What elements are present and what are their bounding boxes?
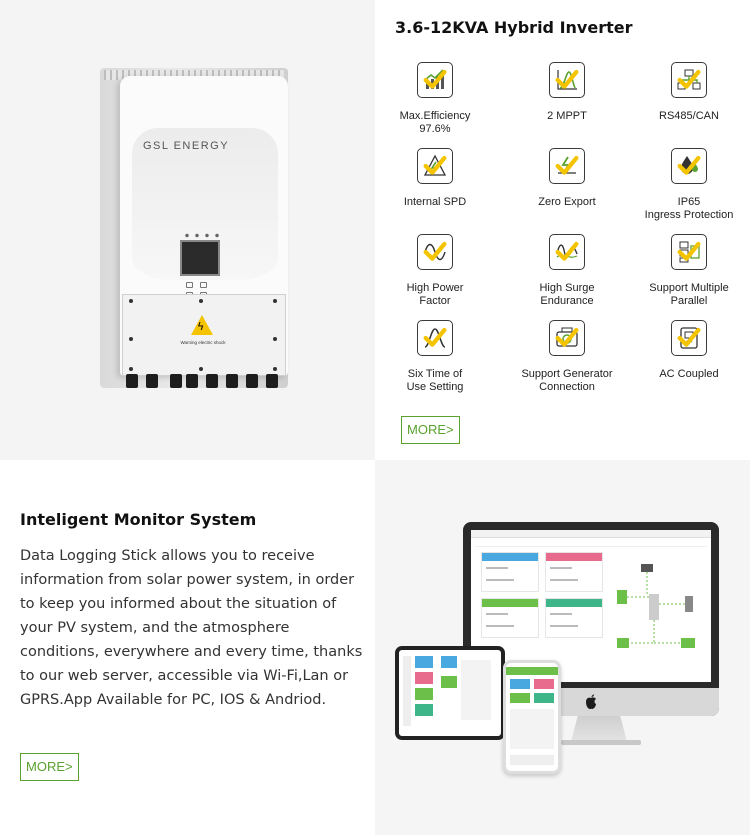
warning-label: Warning electric shock xyxy=(180,340,226,345)
surge-wave-icon xyxy=(549,234,585,270)
feature-surge-protection: Internal SPD xyxy=(375,148,495,209)
checkmark-icon xyxy=(677,327,701,347)
checkmark-icon xyxy=(555,69,579,89)
network-icon xyxy=(671,62,707,98)
inverter-cable-ports xyxy=(126,374,286,390)
monitor-description: Data Logging Stick allows you to receive… xyxy=(20,548,363,708)
mppt-curve-icon xyxy=(549,62,585,98)
checkmark-icon xyxy=(677,241,701,261)
zero-export-icon xyxy=(549,148,585,184)
feature-label: Zero Export xyxy=(538,196,596,208)
inverter-terminal-cover: ϟ Warning electric shock xyxy=(122,294,286,376)
tablet-app-image xyxy=(395,646,505,740)
generator-icon xyxy=(549,320,585,356)
feature-label: AC Coupled xyxy=(659,368,719,380)
checkmark-icon xyxy=(423,327,447,347)
feature-ac-coupled: AC Coupled xyxy=(629,320,749,381)
feature-label: 2 MPPT xyxy=(547,110,587,122)
desktop-dashboard-screen xyxy=(471,530,711,682)
monitor-more-button[interactable]: MORE> xyxy=(20,753,79,781)
apple-logo-icon xyxy=(586,694,596,709)
checkmark-icon xyxy=(555,241,579,261)
sine-wave-icon xyxy=(417,234,453,270)
surge-protection-icon xyxy=(417,148,453,184)
parallel-units-icon xyxy=(671,234,707,270)
feature-mppt-curve: 2 MPPT xyxy=(507,62,627,123)
product-image-panel: GSL ENERGY HYBRID INVERTER ϟ Warning ele… xyxy=(0,0,375,460)
checkmark-icon xyxy=(423,155,447,175)
desktop-monitor-image xyxy=(463,522,719,716)
feature-section: 3.6-12KVA Hybrid Inverter Max.Efficiency… xyxy=(375,0,750,460)
efficiency-chart-icon xyxy=(417,62,453,98)
checkmark-icon xyxy=(423,241,447,261)
features-more-button[interactable]: MORE> xyxy=(401,416,460,444)
inverter-brand-logo: GSL ENERGY xyxy=(142,140,230,152)
phone-app-image xyxy=(503,660,561,774)
monitoring-devices-image xyxy=(375,460,750,835)
monitor-section: Inteligent Monitor System Data Logging S… xyxy=(0,460,375,835)
checkmark-icon xyxy=(555,327,579,347)
feature-network: RS485/CAN xyxy=(629,62,749,123)
inverter-display xyxy=(180,240,220,276)
warning-triangle-icon xyxy=(191,315,213,335)
ac-coupled-icon xyxy=(671,320,707,356)
feature-zero-export: Zero Export xyxy=(507,148,627,209)
monitor-section-title: Inteligent Monitor System xyxy=(20,510,257,529)
water-drops-icon xyxy=(671,148,707,184)
energy-flow-diagram-icon xyxy=(617,564,695,648)
hybrid-inverter-image: GSL ENERGY HYBRID INVERTER ϟ Warning ele… xyxy=(100,68,290,390)
checkmark-icon xyxy=(555,155,579,175)
checkmark-icon xyxy=(677,69,701,89)
checkmark-icon xyxy=(677,155,701,175)
feature-section-title: 3.6-12KVA Hybrid Inverter xyxy=(395,18,633,37)
checkmark-icon xyxy=(423,69,447,89)
feature-label: RS485/CAN xyxy=(659,110,719,122)
feature-label: Internal SPD xyxy=(403,196,467,208)
timer-curve-icon xyxy=(417,320,453,356)
